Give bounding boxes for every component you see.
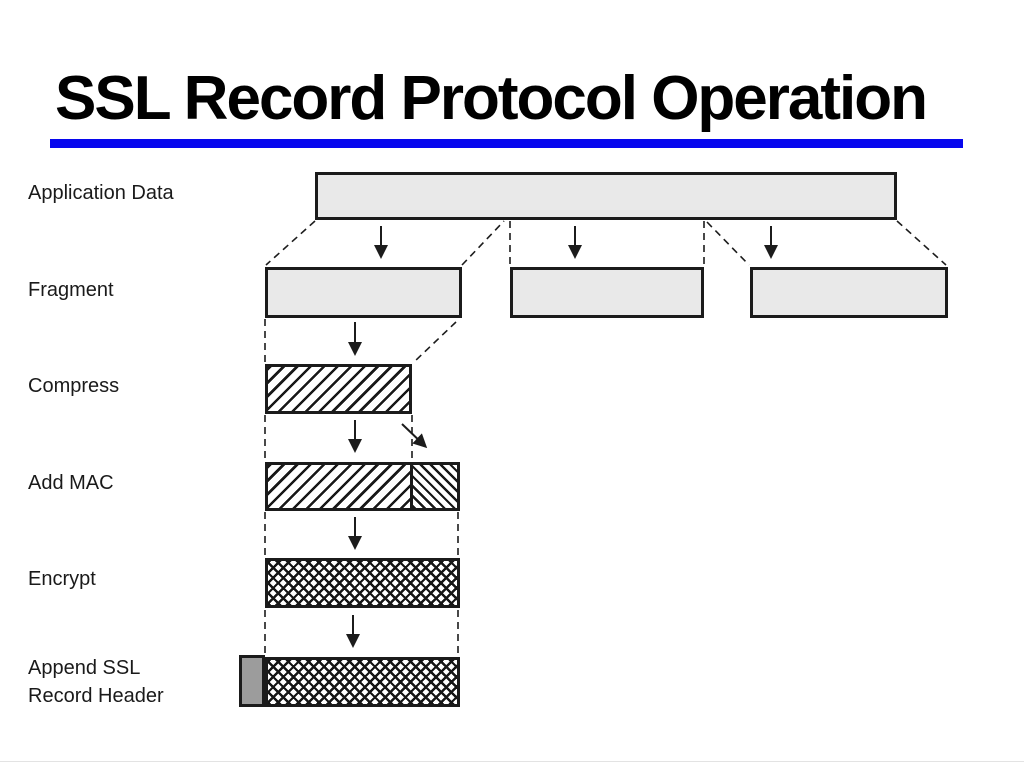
title-underline-rule bbox=[50, 139, 963, 148]
slide-title: SSL Record Protocol Operation bbox=[55, 64, 928, 133]
label-application-data: Application Data bbox=[28, 182, 174, 204]
fragment-box-3 bbox=[750, 267, 948, 318]
mac-payload-box bbox=[265, 462, 410, 511]
guide-frag1-to-compress-right bbox=[413, 321, 457, 363]
guide-app-to-frag1-left bbox=[265, 220, 316, 266]
guide-app-to-frag3-left bbox=[706, 221, 750, 266]
arrow-mac-append bbox=[401, 423, 428, 449]
mac-segment-box bbox=[410, 462, 460, 511]
guide-app-to-frag3-right bbox=[896, 220, 947, 266]
label-compress: Compress bbox=[28, 375, 120, 397]
fragment-box-1 bbox=[265, 267, 462, 318]
encrypted-data-box bbox=[265, 558, 460, 608]
compressed-data-box bbox=[265, 364, 412, 414]
fragment-box-2 bbox=[510, 267, 704, 318]
ssl-record-header-box bbox=[239, 655, 265, 707]
label-append-ssl-record-header: Append SSL Record Header bbox=[28, 657, 164, 707]
application-data-box bbox=[315, 172, 897, 220]
guide-frag1-right-up bbox=[461, 220, 505, 266]
label-add-mac: Add MAC bbox=[28, 472, 114, 494]
label-encrypt: Encrypt bbox=[28, 568, 96, 590]
label-fragment: Fragment bbox=[28, 279, 114, 301]
bottom-hairline bbox=[0, 761, 1024, 762]
final-record-box bbox=[265, 657, 460, 707]
